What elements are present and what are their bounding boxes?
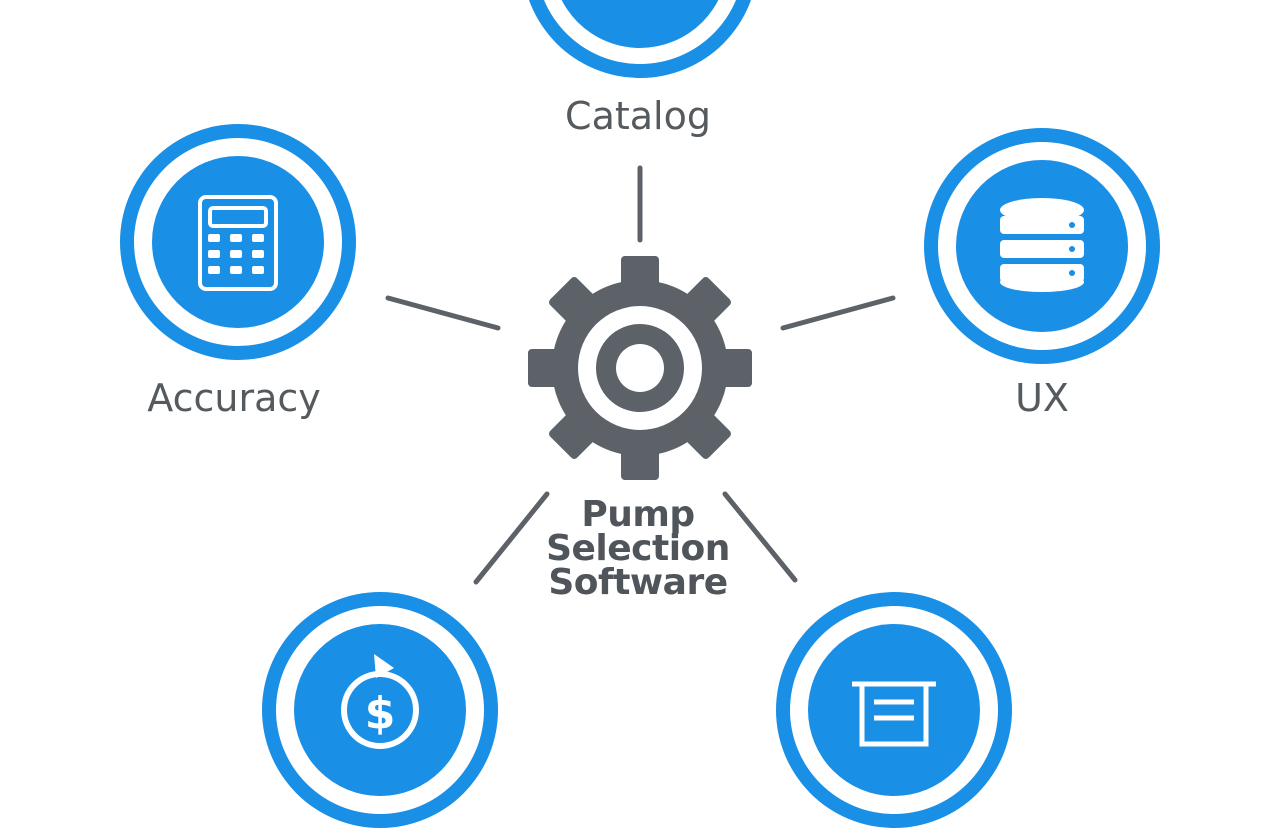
calculator-icon [198,195,278,291]
node-cost: $ [262,592,498,828]
connector-docs [722,491,798,583]
center-title: Pump Selection Software [546,494,730,603]
connector-ux [780,295,896,331]
node-accuracy [120,124,356,360]
connector-accuracy [385,295,501,331]
gear-icon [528,256,752,480]
label-ux: UX [1015,376,1069,420]
center-title-line-2: Selection [546,528,730,569]
database-icon [1000,198,1084,292]
label-catalog: Catalog [565,94,711,138]
center-title-line-1: Pump [581,494,695,535]
node-docs [776,592,1012,828]
svg-text:$: $ [365,688,396,739]
center-title-line-3: Software [548,562,728,603]
diagram-canvas: Pump Selection Software Catalog Accura [120,0,1160,828]
node-ux [924,128,1160,364]
node-catalog [529,0,751,78]
connector-cost [473,491,550,585]
connector-lines [385,165,896,585]
label-accuracy: Accuracy [147,376,321,420]
